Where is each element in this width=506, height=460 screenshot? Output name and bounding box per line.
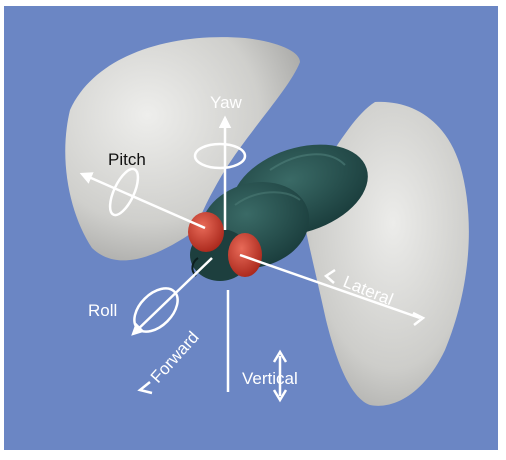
right-eye xyxy=(228,233,262,277)
left-eye xyxy=(188,212,224,252)
label-yaw: Yaw xyxy=(210,93,243,112)
forward-axis xyxy=(133,258,212,334)
label-forward: Forward xyxy=(147,328,203,387)
label-pitch: Pitch xyxy=(108,150,146,169)
forward-arrow xyxy=(140,382,152,393)
label-vertical: Vertical xyxy=(242,369,298,388)
label-roll: Roll xyxy=(88,301,117,320)
